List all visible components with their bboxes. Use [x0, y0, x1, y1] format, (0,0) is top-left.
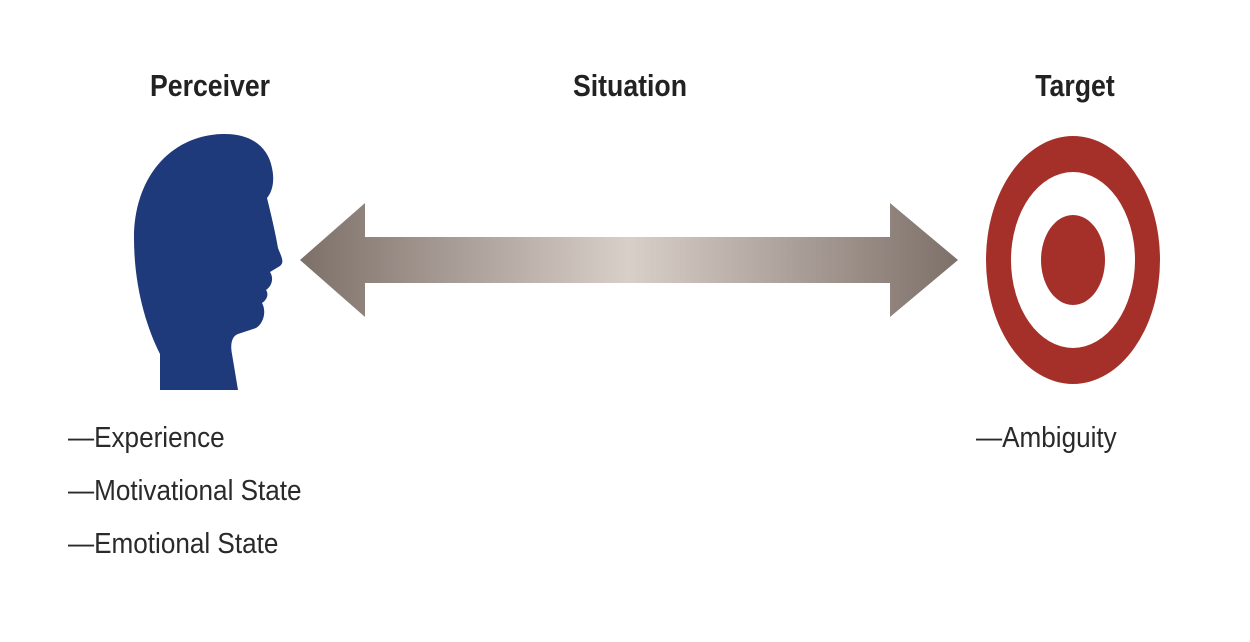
- perceiver-attribute-experience: —Experience: [68, 422, 225, 454]
- perceiver-attribute-list: —Experience —Motivational State —Emotion…: [68, 412, 302, 571]
- double-arrow-icon: [300, 203, 958, 317]
- head-silhouette: [134, 133, 283, 390]
- arrow-shape: [300, 203, 958, 317]
- perceiver-attribute-motivational-state: —Motivational State: [68, 475, 302, 507]
- target-attribute-list: —Ambiguity: [976, 412, 1117, 465]
- target-attribute-ambiguity: —Ambiguity: [976, 422, 1117, 454]
- bullseye-center: [1041, 215, 1105, 305]
- target-heading: Target: [1035, 68, 1115, 103]
- bullseye-icon: [986, 136, 1160, 384]
- perceiver-heading: Perceiver: [149, 68, 271, 103]
- head-profile-icon: [134, 133, 283, 390]
- situation-heading: Situation: [572, 68, 688, 103]
- perceiver-attribute-emotional-state: —Emotional State: [68, 528, 279, 560]
